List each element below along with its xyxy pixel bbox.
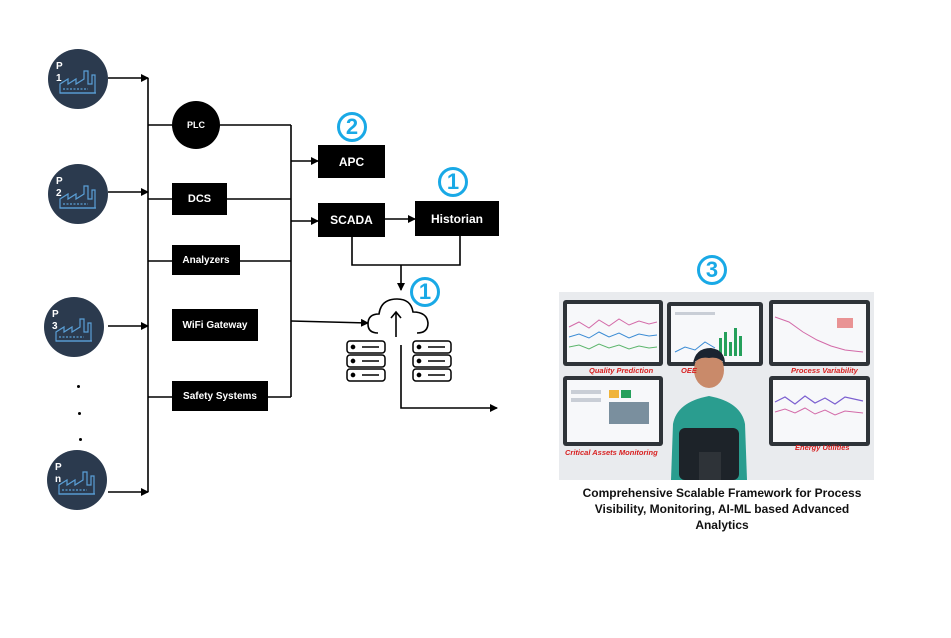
- cloud-upload-icon: [367, 298, 429, 337]
- arrow-dashboard: [400, 345, 498, 412]
- dashboard-illustration: Quality Prediction OEE Process Variabili…: [559, 292, 874, 480]
- factory-icon: [58, 471, 95, 495]
- label-process-variability: Process Variability: [791, 366, 858, 375]
- dcs-node: DCS: [172, 183, 227, 215]
- control-room-screens: [563, 300, 870, 480]
- marker-cloud: 1: [410, 277, 440, 307]
- dashboard-caption: Comprehensive Scalable Framework for Pro…: [582, 486, 862, 532]
- label-critical-assets-monitoring: Critical Assets Monitoring: [565, 448, 658, 457]
- safety-systems-node: Safety Systems: [172, 381, 268, 411]
- marker-dashboard: 3: [697, 255, 727, 285]
- factory-icon: [55, 318, 92, 342]
- ellipsis-dot: [77, 385, 80, 388]
- marker-apc: 2: [337, 112, 367, 142]
- operator-icon: [671, 348, 747, 480]
- server-rack-icon: [346, 340, 386, 382]
- label-energy-utilities: Energy Utilities: [795, 443, 850, 452]
- marker-historian: 1: [438, 167, 468, 197]
- arrow-wifi-cloud: [290, 318, 369, 327]
- wifi-gateway-node: WiFi Gateway: [172, 309, 258, 341]
- factory-icon: [59, 70, 96, 94]
- analyzers-node: Analyzers: [172, 245, 240, 275]
- historian-node: Historian: [415, 201, 499, 236]
- label-quality-prediction: Quality Prediction: [589, 366, 654, 375]
- factory-icon: [59, 185, 96, 209]
- ellipsis-dot: [79, 438, 82, 441]
- scada-node: SCADA: [318, 203, 385, 237]
- ellipsis-dot: [78, 412, 81, 415]
- plc-node: PLC: [172, 101, 220, 149]
- label-oee: OEE: [681, 366, 697, 375]
- server-rack-icon: [412, 340, 452, 382]
- apc-node: APC: [318, 145, 385, 178]
